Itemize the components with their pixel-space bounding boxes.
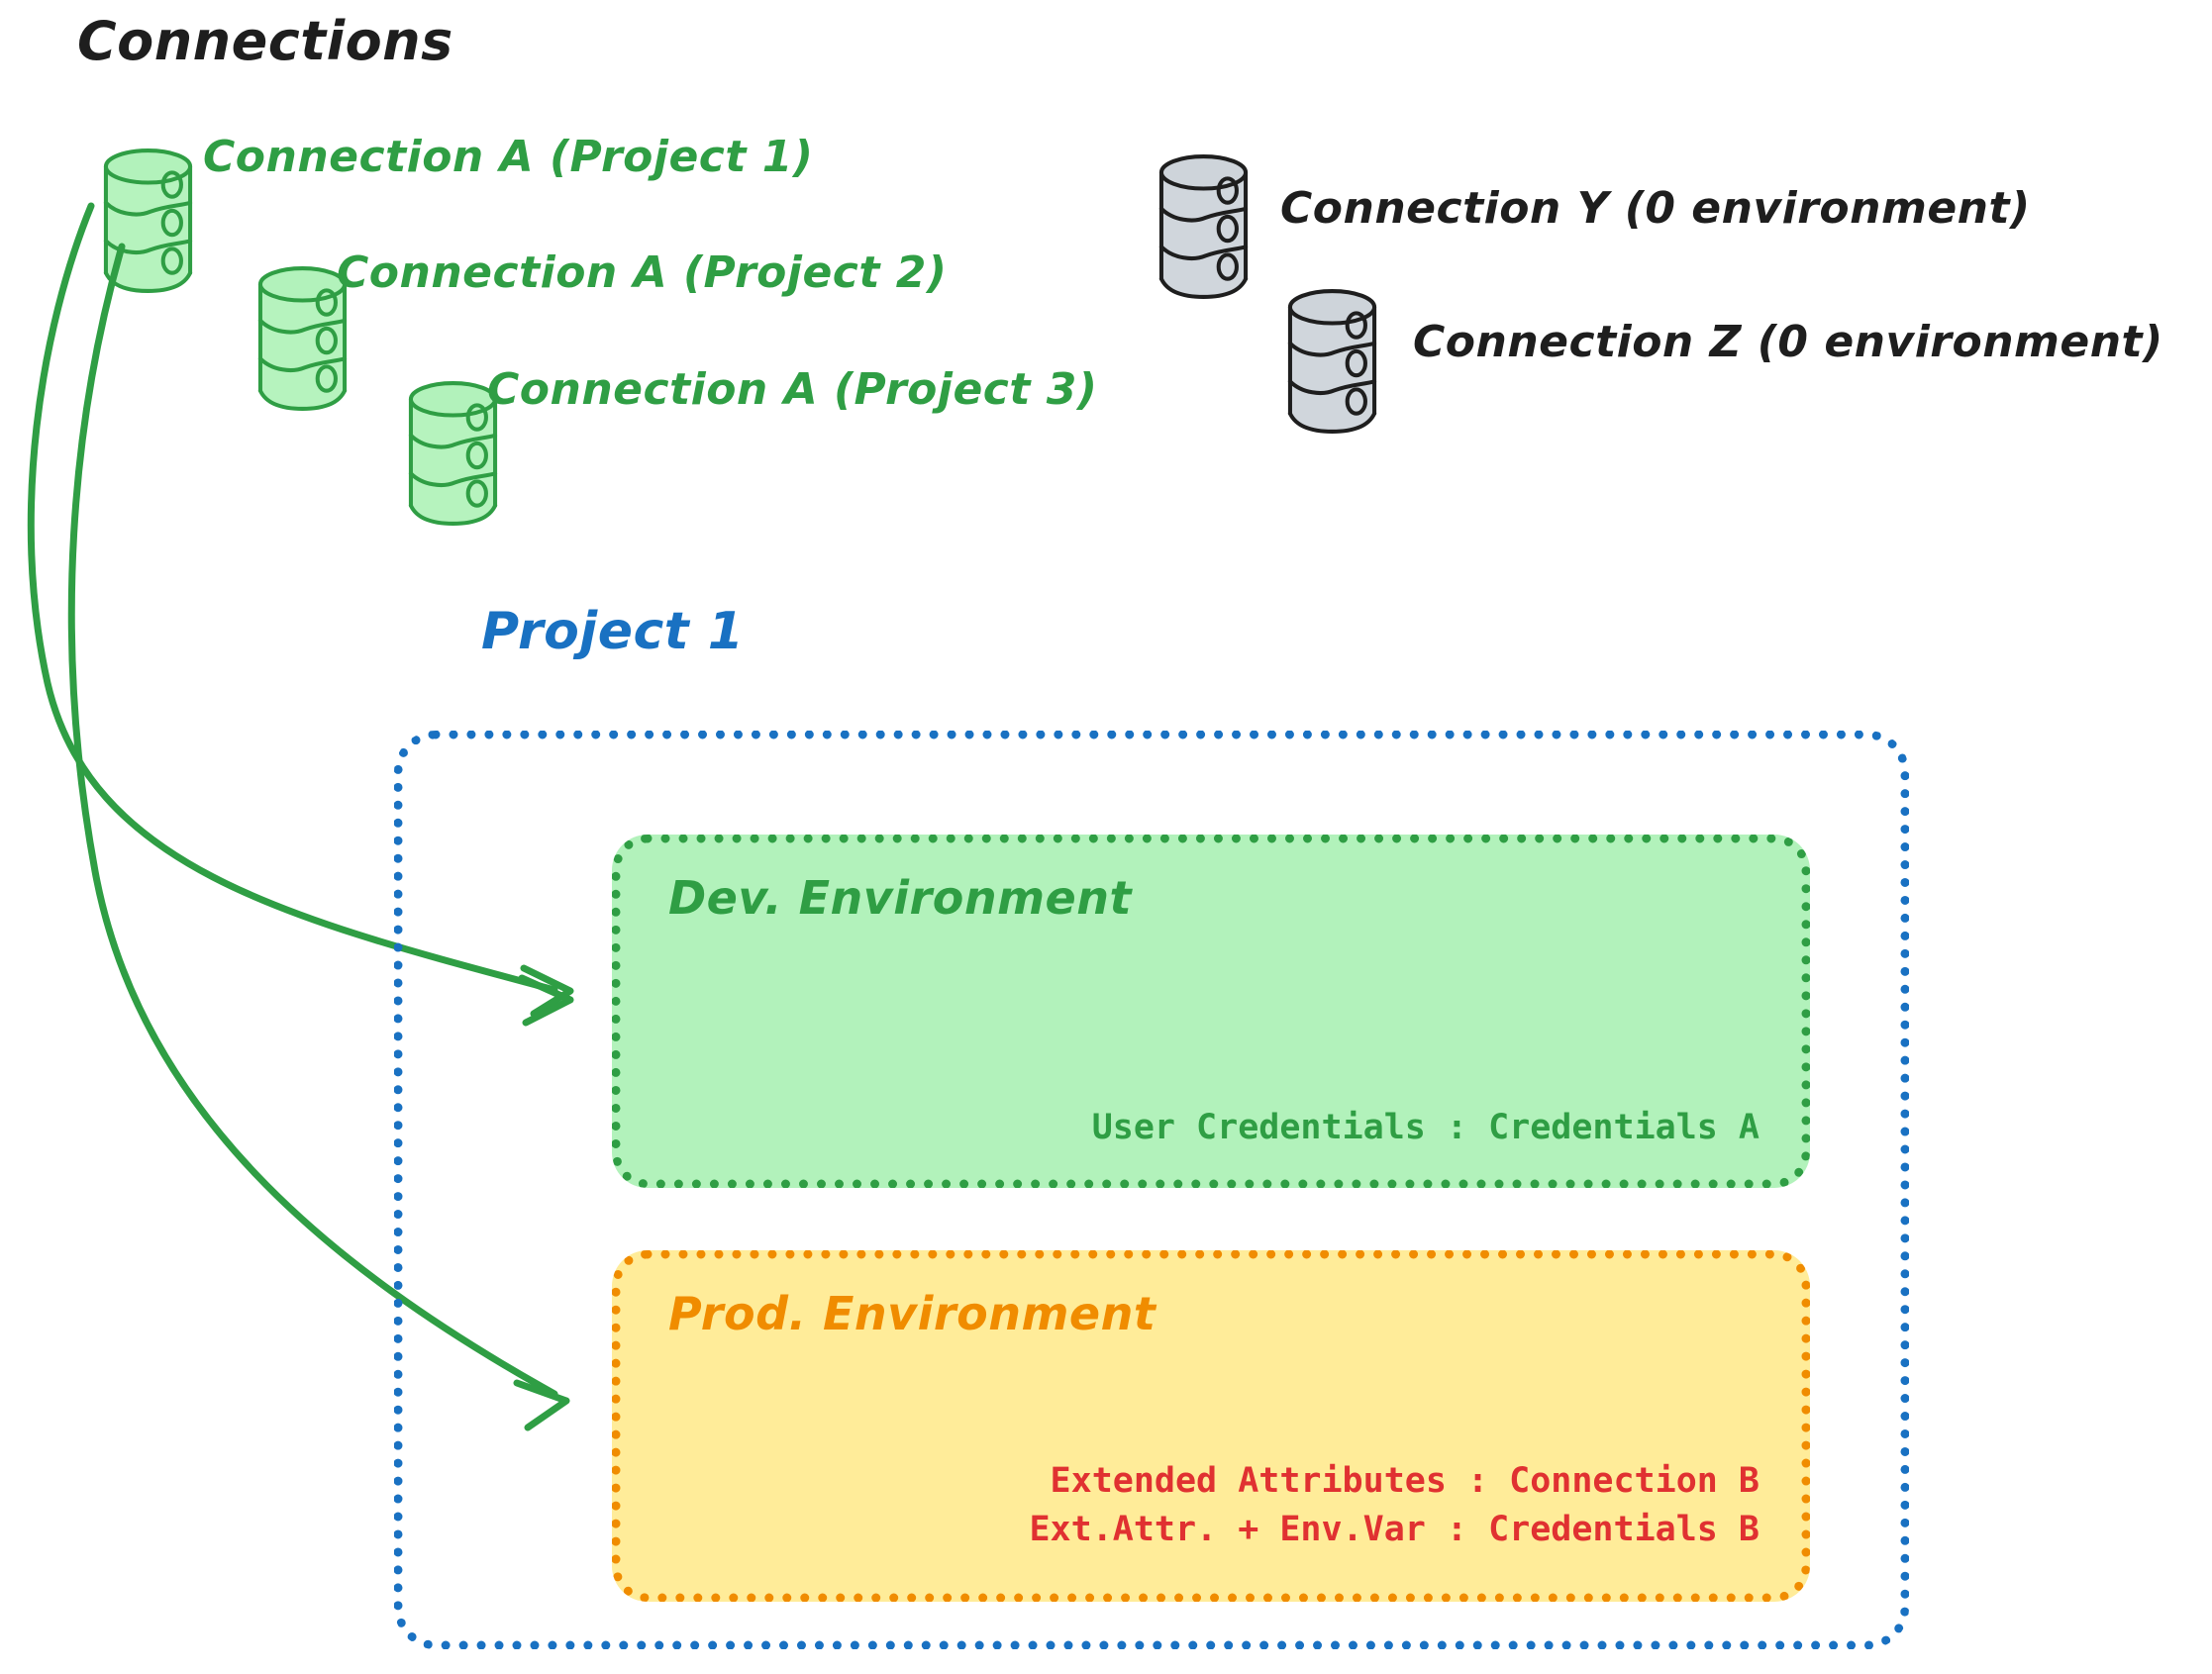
connection-label-z: Connection Z (0 environment) [1413,317,2163,367]
database-cylinder-connection-y [1160,155,1247,297]
prod-environment-line-1: Extended Attributes : Connection B [1050,1461,1760,1502]
dev-environment-details: User Credentials : Credentials A [1092,1104,1760,1151]
prod-environment-title: Prod. Environment [668,1287,1156,1340]
prod-environment-box: Prod. Environment Extended Attributes : … [612,1250,1810,1602]
prod-environment-details: Extended Attributes : Connection B Ext.A… [1029,1457,1760,1553]
dev-environment-box: Dev. Environment User Credentials : Cred… [612,835,1810,1188]
database-cylinder-connection-a-project-3 [410,382,496,524]
database-cylinder-connection-a-project-2 [259,267,346,409]
connection-label-a-project-1: Connection A (Project 1) [203,132,814,182]
prod-environment-line-2: Ext.Attr. + Env.Var : Credentials B [1029,1509,1760,1549]
project-1-container [394,731,1909,1649]
page-title: Connections [77,10,453,72]
connection-label-a-project-2: Connection A (Project 2) [337,247,948,298]
connection-label-y: Connection Y (0 environment) [1280,183,2031,234]
database-cylinder-connection-z [1289,290,1375,432]
dev-environment-line-1: User Credentials : Credentials A [1091,1107,1760,1147]
connection-label-a-project-3: Connection A (Project 3) [487,364,1098,415]
database-cylinder-connection-a-project-1 [105,149,191,291]
project-title: Project 1 [481,602,745,661]
dev-environment-title: Dev. Environment [668,871,1132,925]
